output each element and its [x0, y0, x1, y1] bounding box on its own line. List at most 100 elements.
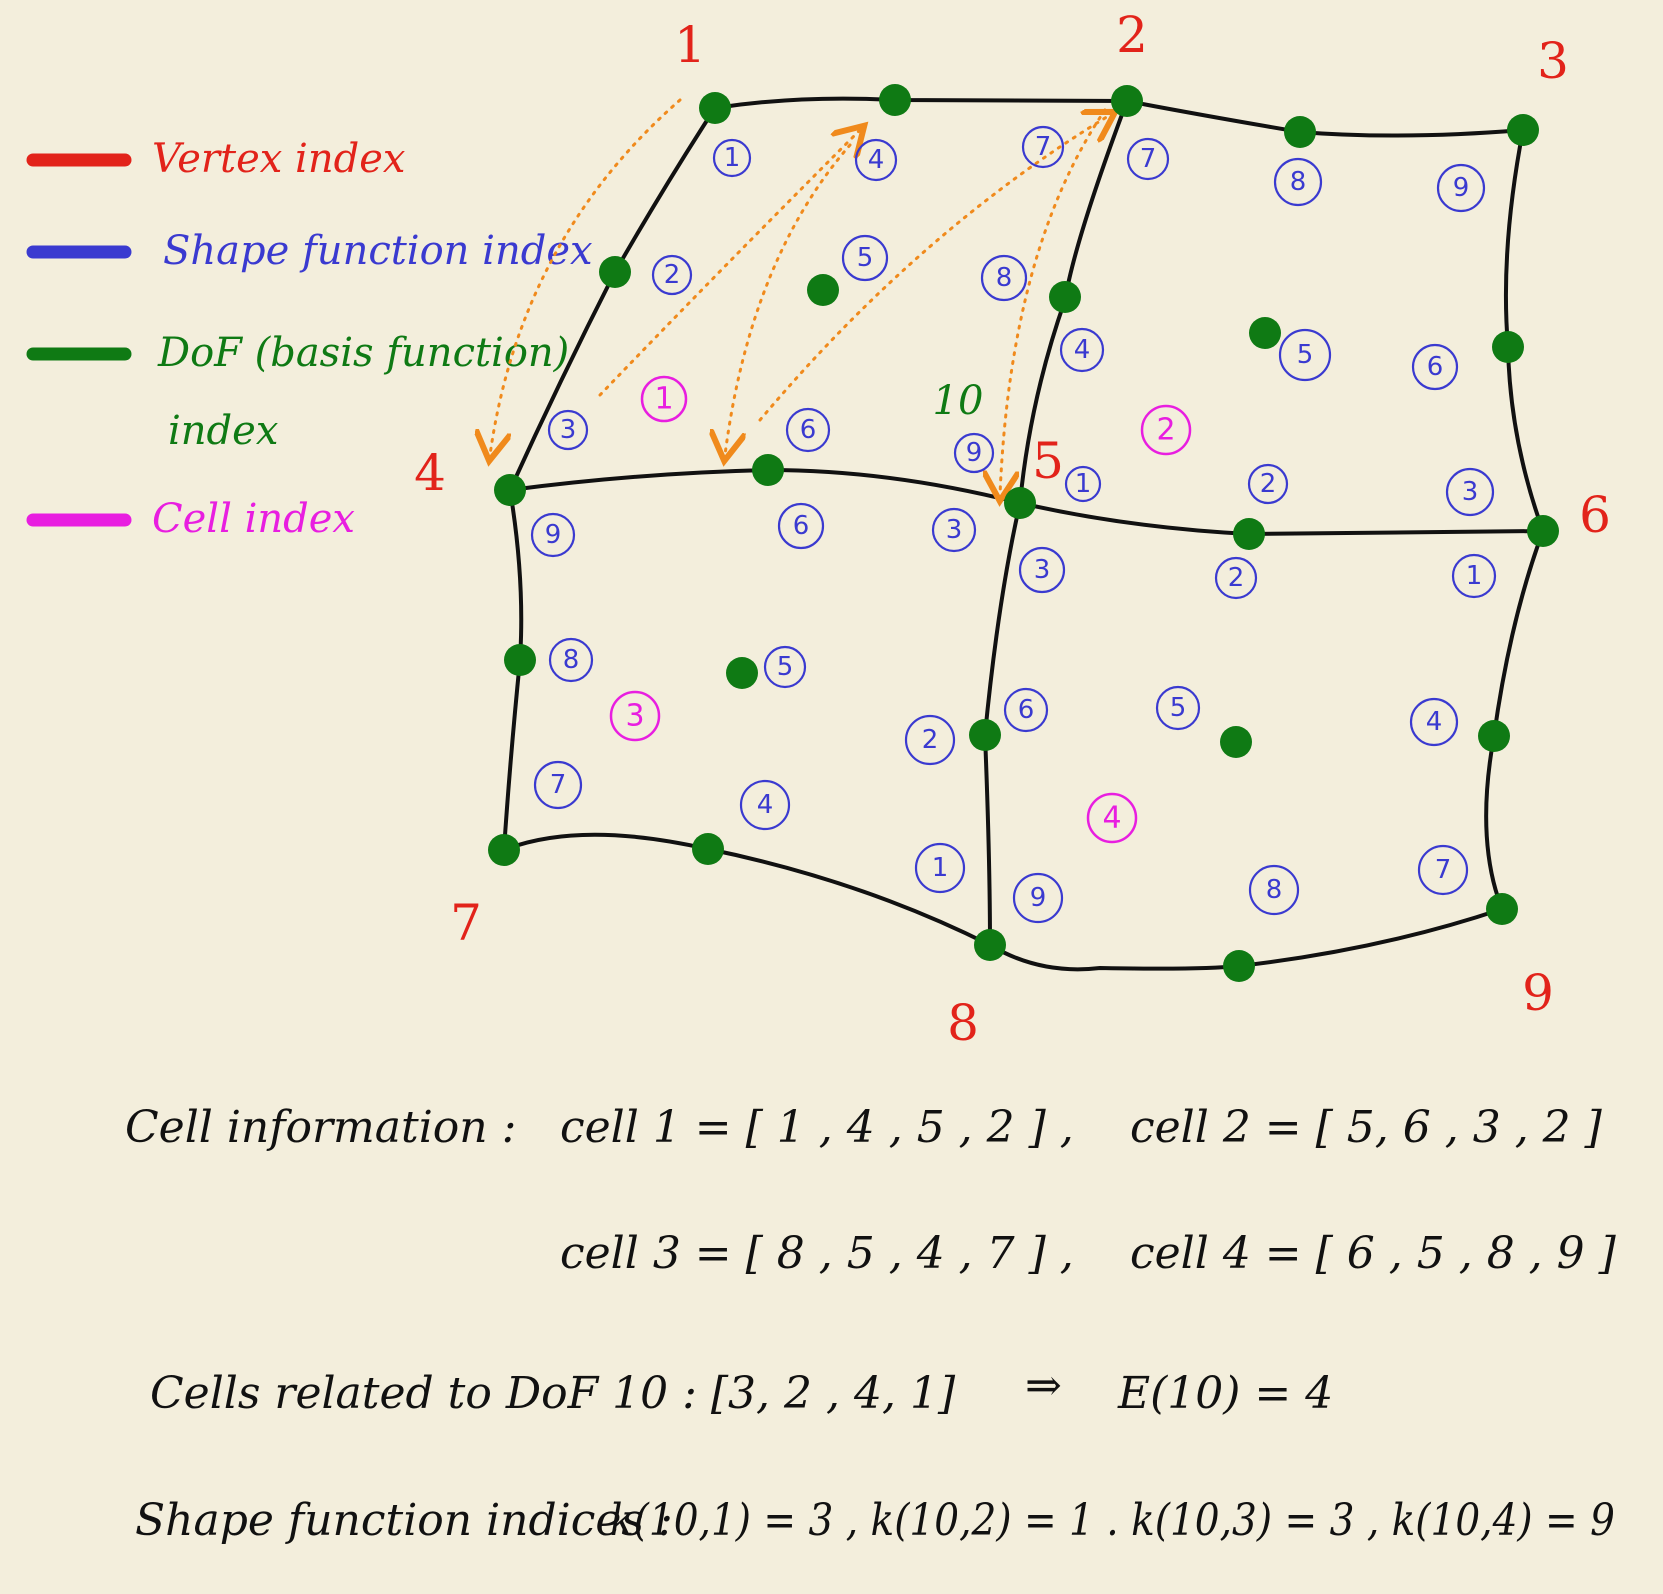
sf-cell3-2: 2 [904, 714, 956, 766]
edge-1-4 [508, 106, 717, 492]
cell-index-3: 3 [609, 690, 661, 742]
svg-text:1: 1 [654, 382, 673, 417]
sf-cell2-3: 3 [1445, 467, 1495, 517]
info-block: Cell information : cell 1 = [ 1 , 4 , 5 … [125, 1102, 1617, 1546]
svg-text:6: 6 [1427, 352, 1444, 382]
svg-text:4: 4 [868, 145, 885, 175]
cell-info-label: Cell information : [125, 1102, 516, 1153]
sf-cell3-7: 7 [533, 760, 583, 810]
svg-text:1: 1 [1466, 561, 1483, 591]
vertex-label-8: 8 [947, 994, 979, 1052]
shape-function-label: Shape function indices : [135, 1495, 673, 1546]
svg-text:2: 2 [664, 260, 681, 290]
sf-cell2-7: 7 [1126, 137, 1170, 181]
sf-cell4-4: 4 [1409, 697, 1459, 747]
svg-text:5: 5 [857, 243, 874, 273]
sf-cell2-5: 5 [1278, 328, 1332, 382]
vertex-label-7: 7 [450, 894, 482, 952]
sf-cell2-9: 9 [1436, 163, 1486, 213]
svg-text:3: 3 [1462, 477, 1479, 507]
sf-cell1-7: 7 [1021, 125, 1065, 169]
svg-text:4: 4 [1102, 801, 1121, 836]
arrow-7sf-to-9sf [1000, 108, 1107, 495]
sf-cell2-4: 4 [1059, 327, 1105, 373]
svg-text:3: 3 [625, 699, 644, 734]
vertex-label-6: 6 [1579, 486, 1611, 544]
sf-cell4-9: 9 [1012, 872, 1064, 924]
arrow-1-to-4 [490, 98, 682, 455]
sf-cell4-5: 5 [1155, 685, 1201, 731]
arrow-4sf-to-6sf [725, 143, 852, 455]
shape-function-indices: 1 2 3 4 5 6 7 8 9 1 2 3 4 5 6 7 8 9 1 2 … [530, 125, 1497, 924]
dof-node [879, 84, 911, 116]
svg-text:8: 8 [996, 263, 1013, 293]
dof-node [1111, 85, 1143, 117]
cell1-definition: cell 1 = [ 1 , 4 , 5 , 2 ] , [560, 1102, 1074, 1153]
svg-text:6: 6 [793, 511, 810, 541]
svg-text:6: 6 [1018, 695, 1035, 725]
related-cells: Cells related to DoF 10 : [3, 2 , 4, 1] [150, 1368, 956, 1419]
edge-5-6 [1018, 501, 1545, 537]
svg-text:2: 2 [1156, 413, 1175, 448]
sf-cell3-5: 5 [763, 645, 807, 689]
sf-cell1-4: 4 [854, 138, 898, 182]
edge-6-9 [1484, 529, 1545, 911]
dof-node [726, 657, 758, 689]
cell4-definition: cell 4 = [ 6 , 5 , 8 , 9 ] [1130, 1228, 1617, 1279]
dof-node [1249, 317, 1281, 349]
svg-text:9: 9 [545, 520, 562, 550]
dof-node-10 [1004, 487, 1036, 519]
dof-node [1507, 114, 1539, 146]
svg-text:6: 6 [800, 415, 817, 445]
sf-cell4-2: 2 [1214, 556, 1258, 600]
sf-cell1-6: 6 [785, 407, 831, 453]
svg-text:3: 3 [946, 515, 963, 545]
dof-node [752, 454, 784, 486]
arrow-6sf-to-7sf [758, 115, 1110, 422]
dof-node [599, 256, 631, 288]
svg-text:5: 5 [1297, 340, 1314, 370]
cell3-definition: cell 3 = [ 8 , 5 , 4 , 7 ] , [560, 1228, 1074, 1279]
legend-label-dof: DoF (basis function) [157, 330, 569, 376]
sf-cell1-1: 1 [712, 138, 752, 178]
vertex-label-9: 9 [1522, 964, 1554, 1022]
svg-text:9: 9 [1453, 173, 1470, 203]
svg-text:2: 2 [922, 725, 939, 755]
vertex-label-5: 5 [1032, 432, 1064, 490]
svg-text:5: 5 [777, 652, 794, 682]
dof-node [1220, 726, 1252, 758]
vertex-labels: 1 2 3 4 5 6 7 8 9 [414, 6, 1611, 1052]
svg-text:9: 9 [1030, 883, 1047, 913]
sf-cell3-3: 3 [931, 507, 977, 553]
cell-index-2: 2 [1140, 404, 1192, 456]
dof-node [969, 719, 1001, 751]
vertex-label-3: 3 [1537, 32, 1569, 90]
edge-8-9 [988, 907, 1504, 972]
arrow-3-to-4sf [598, 130, 860, 397]
svg-text:1: 1 [724, 143, 741, 173]
edge-7-8 [502, 832, 992, 947]
sf-cell1-9: 9 [953, 432, 995, 474]
sf-cell4-1: 1 [1451, 553, 1497, 599]
dof-node [807, 274, 839, 306]
svg-text:3: 3 [560, 415, 577, 445]
legend-label-cell: Cell index [152, 496, 355, 542]
valence-value: E(10) = 4 [1117, 1368, 1333, 1419]
svg-text:4: 4 [757, 790, 774, 820]
sf-cell4-8: 8 [1248, 864, 1300, 916]
dof-node [1492, 331, 1524, 363]
legend-label-shape-function: Shape function index [163, 228, 593, 274]
mesh-edges [502, 96, 1545, 972]
dof-node [504, 644, 536, 676]
dof-node [1223, 950, 1255, 982]
cell-index-1: 1 [640, 375, 688, 423]
svg-text:2: 2 [1228, 563, 1245, 593]
legend-label-vertex: Vertex index [152, 136, 405, 182]
sf-cell3-9: 9 [530, 512, 576, 558]
dof-node [692, 833, 724, 865]
sf-cell1-8: 8 [980, 254, 1028, 302]
svg-text:8: 8 [1290, 167, 1307, 197]
legend: Vertex index Shape function index DoF (b… [26, 136, 593, 542]
cell-indices: 1 2 3 4 [609, 375, 1192, 844]
